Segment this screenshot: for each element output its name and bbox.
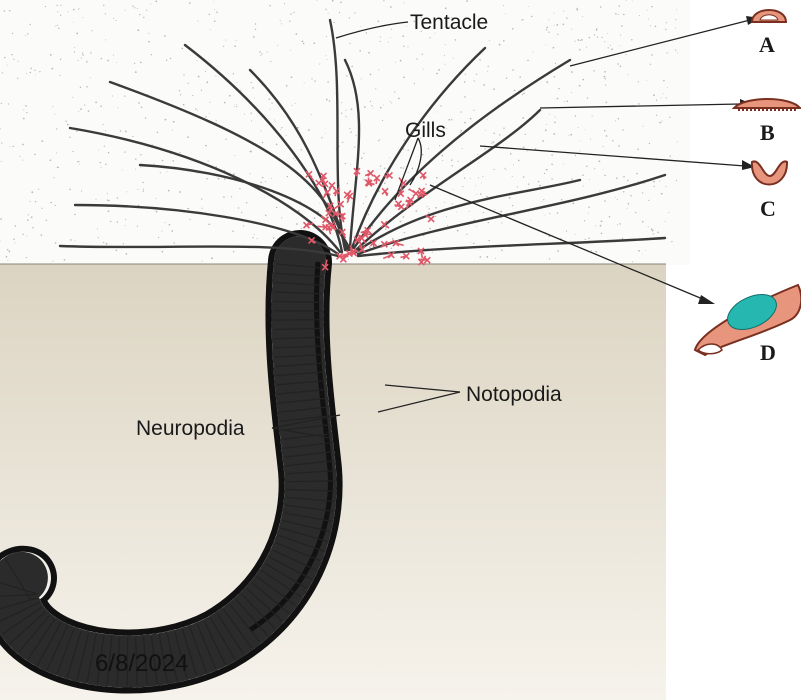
water-region bbox=[0, 0, 690, 265]
label-tentacle: Tentacle bbox=[410, 11, 488, 34]
label-b: B bbox=[760, 120, 775, 145]
label-gills: Gills bbox=[405, 119, 446, 142]
arrowheads bbox=[698, 16, 760, 304]
label-d: D bbox=[760, 340, 776, 365]
cross-section-d bbox=[695, 285, 801, 355]
label-notopodia: Notopodia bbox=[466, 383, 562, 406]
label-a: A bbox=[759, 32, 775, 57]
label-c: C bbox=[760, 196, 776, 221]
cross-section-a bbox=[752, 10, 786, 22]
date-stamp: 6/8/2024 bbox=[95, 650, 188, 677]
label-neuropodia: Neuropodia bbox=[136, 417, 245, 440]
cross-section-c bbox=[752, 161, 787, 184]
